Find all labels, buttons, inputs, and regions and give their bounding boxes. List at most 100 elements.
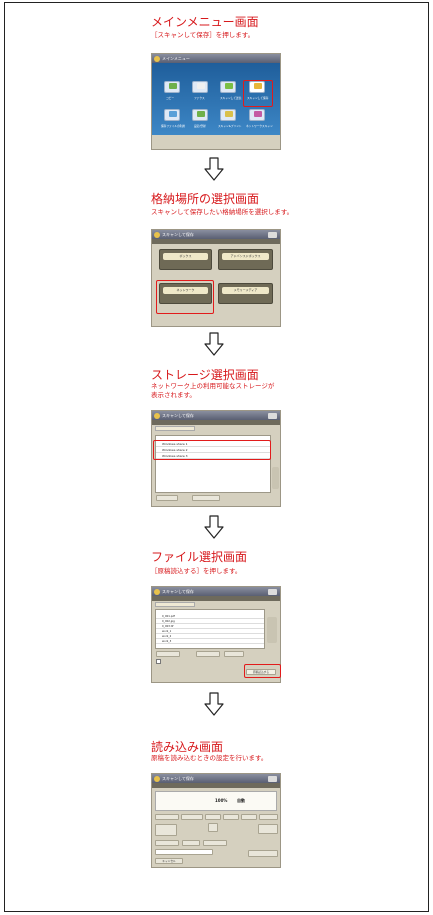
storage-location-title: スキャンして保存 [162, 231, 194, 237]
file-name-field[interactable] [155, 849, 213, 855]
table-row[interactable]: 0_001.pdf [156, 614, 264, 619]
advanced-box-button[interactable]: アドバンスドボックス [218, 249, 273, 270]
zoom-value: 100% [215, 798, 228, 803]
original-size-button[interactable] [241, 814, 257, 820]
read-original-button[interactable]: 原稿読込する [246, 669, 276, 675]
info-button[interactable] [192, 495, 220, 501]
close-icon[interactable] [268, 775, 277, 782]
tile-scan-print[interactable] [220, 109, 236, 121]
tile-stored-files[interactable] [164, 109, 180, 121]
tile-scan-print-label: スキャン&プリント [218, 124, 242, 128]
home-icon [154, 55, 160, 62]
list-item-label: Windows share 3 [162, 454, 188, 458]
list-item[interactable]: Windows share 3 [156, 454, 270, 459]
highlight-read-original [244, 664, 281, 678]
density-button[interactable] [223, 814, 239, 820]
check-settings-button[interactable] [182, 840, 200, 846]
file-name: work_3 [162, 640, 172, 643]
file-name: 0_002.jpg [162, 620, 175, 623]
table-row[interactable]: work_1 [156, 629, 264, 634]
duplex-button[interactable] [155, 824, 177, 836]
scan-store-icon [154, 412, 160, 419]
tile-scan-store-label: スキャンして保存 [247, 96, 269, 100]
highlight-scan-store [243, 80, 273, 107]
up-level-button[interactable] [156, 495, 178, 501]
close-icon[interactable] [268, 588, 277, 595]
zoom-button[interactable] [205, 814, 221, 820]
page-frame [4, 2, 429, 912]
file-name: work_1 [162, 630, 172, 633]
checkbox[interactable] [156, 659, 161, 664]
step3-desc-line2: 表示されます。 [151, 391, 196, 399]
options-icon[interactable] [208, 823, 218, 832]
table-row[interactable]: 0_002.jpg [156, 619, 264, 624]
step2-desc: スキャンして保存したい格納場所を選択します。 [151, 208, 294, 216]
main-menu-panel [152, 63, 280, 135]
tile-scan-send[interactable] [220, 81, 236, 93]
tile-scan-store[interactable] [249, 81, 265, 93]
down-arrow-icon [204, 157, 224, 181]
close-icon[interactable] [268, 231, 277, 238]
scan-settings-titlebar: スキャンして保存 [152, 774, 280, 783]
down-arrow-icon [204, 692, 224, 716]
list-item[interactable]: Windows share 1 [156, 442, 270, 447]
table-row[interactable]: work_3 [156, 639, 264, 644]
other-functions-button[interactable] [258, 824, 278, 834]
folder-button[interactable] [196, 651, 220, 657]
tile-settings-label: 設定/登録 [194, 124, 206, 128]
memory-media-button[interactable]: メモリーメディア [218, 283, 273, 304]
list-item-label: Windows share 1 [162, 442, 188, 446]
original-type-button[interactable] [155, 840, 179, 846]
cancel-button[interactable]: キャンセル [155, 858, 183, 864]
start-button[interactable] [248, 850, 278, 857]
close-icon[interactable] [268, 412, 277, 419]
step5-title: 読み込み画面 [151, 740, 224, 754]
favorites-button[interactable] [203, 840, 227, 846]
scan-store-icon [154, 775, 160, 782]
tile-network-scan[interactable] [249, 109, 265, 121]
color-mode-button[interactable] [155, 814, 179, 820]
table-row[interactable]: work_2 [156, 634, 264, 639]
memory-media-button-label: メモリーメディア [222, 287, 269, 294]
main-menu-titlebar: メインメニュー [152, 54, 280, 63]
box-button-label: ボックス [163, 253, 208, 260]
table-row[interactable]: 0_003.tif [156, 624, 264, 629]
tile-settings[interactable] [192, 109, 208, 121]
density-value: 自動 [237, 798, 245, 803]
file-name: 0_001.pdf [162, 615, 175, 618]
path-field [155, 602, 195, 607]
file-select-titlebar: スキャンして保存 [152, 587, 280, 596]
scrollbar[interactable] [272, 467, 279, 489]
step3-title: ストレージ選択画面 [151, 368, 259, 382]
up-level-button[interactable] [156, 651, 180, 657]
storage-select-screen: スキャンして保存 Windows share 1 Windows share 2… [151, 410, 281, 507]
network-button[interactable]: ネットワーク [159, 283, 212, 304]
details-button[interactable] [224, 651, 244, 657]
step4-title: ファイル選択画面 [151, 550, 248, 564]
tile-fax[interactable] [192, 81, 208, 93]
highlight-storage-list [153, 440, 271, 460]
advanced-box-button-note [223, 262, 268, 267]
file-select-subtitle [152, 596, 280, 601]
path-field [155, 426, 195, 431]
storage-location-titlebar: スキャンして保存 [152, 230, 280, 239]
list-item[interactable]: Windows share 2 [156, 448, 270, 453]
file-name: work_2 [162, 635, 172, 638]
main-menu-screen: メインメニュー コピー ファクス スキャンして送信 スキャンして保存 保存ファイ… [151, 53, 281, 150]
file-format-button[interactable] [259, 814, 278, 820]
resolution-button[interactable] [181, 814, 203, 820]
tile-copy[interactable] [164, 81, 180, 93]
step4-desc: ［原稿読込する］を押します。 [151, 567, 242, 575]
tile-stored-files-label: 保存ファイルの利用 [161, 124, 186, 128]
list-item-label: Windows share 2 [162, 448, 188, 452]
scan-store-icon [154, 588, 160, 595]
file-name: 0_003.tif [162, 625, 174, 628]
file-select-screen: スキャンして保存 0_001.pdf 0_002.jpg 0_003.tif w… [151, 586, 281, 683]
highlight-network [156, 280, 214, 314]
storage-location-subtitle [152, 239, 280, 244]
step1-desc: ［スキャンして保存］を押します。 [151, 31, 255, 39]
scrollbar[interactable] [267, 617, 277, 643]
scan-settings-subtitle [152, 783, 280, 788]
box-button[interactable]: ボックス [159, 249, 212, 270]
step2-title: 格納場所の選択画面 [151, 192, 260, 206]
